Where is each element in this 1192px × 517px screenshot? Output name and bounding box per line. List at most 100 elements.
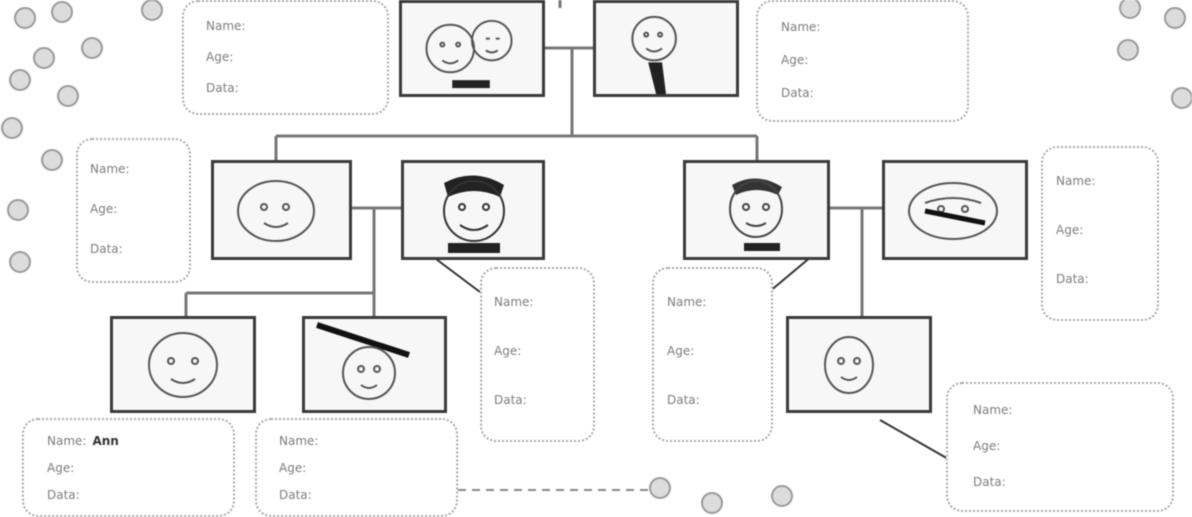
info-row-name: Name: bbox=[667, 296, 712, 308]
decor-bubble bbox=[2, 118, 22, 138]
info-label-age: Age: bbox=[47, 462, 74, 474]
decor-bubble bbox=[1165, 8, 1185, 28]
info-card-parent-right: Name: Age: Data: bbox=[652, 267, 773, 442]
info-row-age: Age: bbox=[206, 51, 239, 63]
decor-bubble bbox=[702, 493, 722, 513]
info-card-grandparent-2: Name: Age: Data: bbox=[756, 0, 969, 122]
photo-grandparent-1 bbox=[399, 0, 545, 97]
portrait-face-icon bbox=[404, 163, 542, 257]
decor-bubble bbox=[650, 478, 670, 498]
info-value-name: Ann bbox=[92, 435, 118, 447]
info-label-name: Name: bbox=[667, 296, 706, 308]
info-label-data: Data: bbox=[667, 394, 700, 406]
info-row-name: Name: bbox=[1056, 175, 1101, 187]
info-label-age: Age: bbox=[973, 440, 1000, 452]
decor-bubble bbox=[15, 8, 35, 28]
info-label-age: Age: bbox=[667, 345, 694, 357]
decor-bubble bbox=[1118, 40, 1138, 60]
info-row-age: Age: bbox=[973, 440, 1006, 452]
pointer-child-3 bbox=[880, 420, 950, 460]
info-label-name: Name: bbox=[279, 435, 318, 447]
info-row-data: Data: bbox=[781, 87, 820, 99]
photo-child-3 bbox=[786, 316, 932, 413]
info-row-age: Age: bbox=[279, 462, 312, 474]
info-row-data: Data: bbox=[90, 243, 129, 255]
photo-parent-middle bbox=[401, 160, 545, 260]
info-label-data: Data: bbox=[206, 82, 239, 94]
info-row-name: Name: bbox=[206, 20, 251, 32]
photo-parent-right bbox=[683, 160, 830, 260]
info-label-age: Age: bbox=[1056, 224, 1083, 236]
decor-bubble bbox=[58, 86, 78, 106]
info-label-name: Name: bbox=[781, 21, 820, 33]
info-row-data: Data: bbox=[279, 489, 318, 501]
info-row-age: Age: bbox=[1056, 224, 1089, 236]
decor-bubble bbox=[8, 200, 28, 220]
info-card-child-1: Name:AnnAge: Data: bbox=[22, 418, 235, 517]
photo-grandparent-2 bbox=[593, 0, 739, 97]
info-label-name: Name: bbox=[1056, 175, 1095, 187]
decor-bubble bbox=[82, 38, 102, 58]
info-row-name: Name: bbox=[781, 21, 826, 33]
info-row-data: Data: bbox=[47, 489, 86, 501]
info-label-data: Data: bbox=[973, 476, 1006, 488]
info-label-name: Name: bbox=[90, 163, 129, 175]
connector-top-couple bbox=[542, 48, 593, 136]
pointer-parent-right bbox=[769, 256, 812, 292]
info-label-data: Data: bbox=[90, 243, 123, 255]
decor-bubble bbox=[1172, 88, 1192, 108]
info-label-data: Data: bbox=[781, 87, 814, 99]
info-row-data: Data: bbox=[206, 82, 245, 94]
photo-parent-left bbox=[211, 160, 352, 260]
info-label-age: Age: bbox=[279, 462, 306, 474]
decor-bubble bbox=[52, 2, 72, 22]
info-card-child-2: Name: Age: Data: bbox=[255, 418, 458, 517]
info-row-name: Name: bbox=[973, 404, 1018, 416]
info-label-data: Data: bbox=[279, 489, 312, 501]
info-label-name: Name: bbox=[494, 296, 533, 308]
decor-bubble bbox=[42, 150, 62, 170]
info-label-age: Age: bbox=[206, 51, 233, 63]
info-card-child-3: Name: Age: Data: bbox=[946, 382, 1174, 512]
info-row-data: Data: bbox=[667, 394, 706, 406]
info-row-age: Age: bbox=[90, 203, 123, 215]
decor-bubble bbox=[34, 48, 54, 68]
info-label-name: Name: bbox=[206, 20, 245, 32]
info-row-name: Name:Ann bbox=[47, 435, 119, 447]
info-row-age: Age: bbox=[781, 54, 814, 66]
info-row-age: Age: bbox=[47, 462, 80, 474]
decor-bubble bbox=[1120, 0, 1140, 18]
info-row-name: Name: bbox=[279, 435, 324, 447]
info-card-parent-left: Name: Age: Data: bbox=[76, 138, 191, 283]
info-row-age: Age: bbox=[494, 345, 527, 357]
info-row-data: Data: bbox=[1056, 273, 1095, 285]
info-card-parent-middle: Name: Age: Data: bbox=[480, 267, 595, 442]
portrait-face-icon bbox=[885, 163, 1025, 257]
photo-child-2 bbox=[302, 316, 447, 413]
info-label-name: Name: bbox=[973, 404, 1012, 416]
connector-gen2-bar bbox=[276, 136, 757, 162]
info-label-age: Age: bbox=[781, 54, 808, 66]
pointer-parent-middle bbox=[432, 256, 480, 292]
connector-left-couple bbox=[350, 208, 402, 293]
info-label-age: Age: bbox=[494, 345, 521, 357]
portrait-face-icon bbox=[596, 3, 736, 94]
info-card-spouse-right: Name: Age: Data: bbox=[1041, 146, 1159, 321]
portrait-two-faces-icon bbox=[402, 3, 542, 94]
info-row-name: Name: bbox=[494, 296, 539, 308]
info-label-data: Data: bbox=[47, 489, 80, 501]
portrait-face-icon bbox=[305, 319, 444, 410]
connector-left-children bbox=[186, 293, 374, 318]
info-row-name: Name: bbox=[90, 163, 135, 175]
info-card-grandparent-1: Name: Age: Data: bbox=[182, 0, 389, 115]
portrait-face-icon bbox=[789, 319, 929, 410]
portrait-face-icon bbox=[214, 163, 349, 257]
photo-child-1 bbox=[110, 316, 256, 413]
photo-spouse-right bbox=[882, 160, 1028, 260]
info-row-data: Data: bbox=[973, 476, 1012, 488]
info-label-data: Data: bbox=[494, 394, 527, 406]
decor-bubble bbox=[10, 70, 30, 90]
decor-bubble bbox=[10, 252, 30, 272]
info-row-age: Age: bbox=[667, 345, 700, 357]
